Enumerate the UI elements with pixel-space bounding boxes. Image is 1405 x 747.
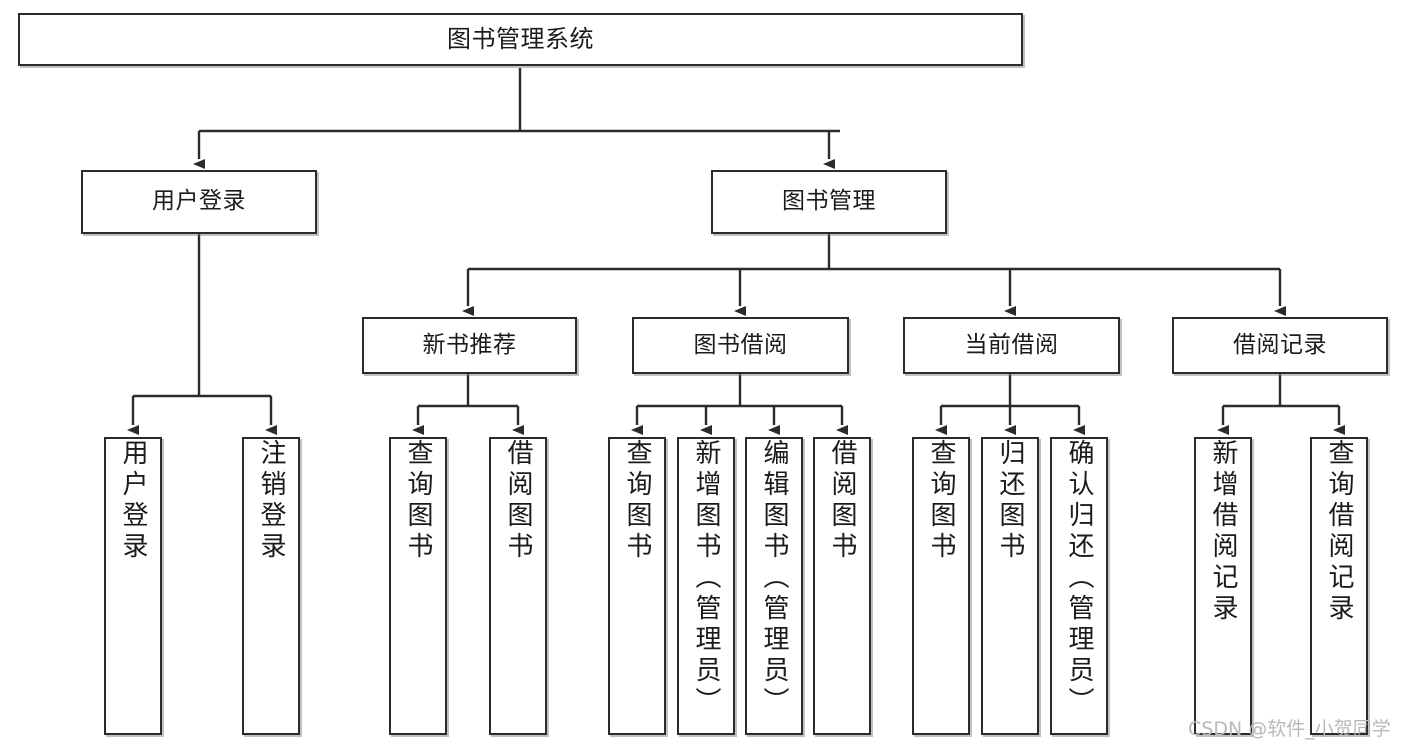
node-root-system[interactable]: 图书管理系统 <box>18 13 1023 66</box>
node-label: 新增借阅记录 <box>1208 439 1238 625</box>
node-borrow-records[interactable]: 借阅记录 <box>1172 317 1388 374</box>
leaf-records-query-record[interactable]: 查询借阅记录 <box>1310 437 1368 735</box>
leaf-new-books-borrow[interactable]: 借阅图书 <box>489 437 547 735</box>
node-book-management[interactable]: 图书管理 <box>711 170 947 234</box>
leaf-borrow-borrow-book[interactable]: 借阅图书 <box>813 437 871 735</box>
leaf-records-add-record[interactable]: 新增借阅记录 <box>1194 437 1252 735</box>
node-current-borrow[interactable]: 当前借阅 <box>903 317 1120 374</box>
node-label: 查询借阅记录 <box>1324 439 1354 625</box>
node-label: 借阅图书 <box>827 439 857 563</box>
node-label: 图书管理 <box>782 188 876 215</box>
leaf-user-login-signout[interactable]: 注销登录 <box>242 437 300 735</box>
leaf-borrow-query-book[interactable]: 查询图书 <box>608 437 666 735</box>
node-new-book-recommend[interactable]: 新书推荐 <box>362 317 577 374</box>
leaf-user-login-signin[interactable]: 用户登录 <box>104 437 162 735</box>
node-label: 图书管理系统 <box>447 25 594 54</box>
node-label: 确认归还（管理员） <box>1064 439 1094 718</box>
leaf-new-books-query[interactable]: 查询图书 <box>389 437 447 735</box>
leaf-borrow-edit-book[interactable]: 编辑图书（管理员） <box>745 437 803 735</box>
leaf-current-return-book[interactable]: 归还图书 <box>981 437 1039 735</box>
csdn-watermark: CSDN @软件_小贺同学 <box>1188 718 1391 740</box>
node-label: 编辑图书（管理员） <box>759 439 789 718</box>
node-label: 归还图书 <box>995 439 1025 563</box>
node-label: 借阅图书 <box>503 439 533 563</box>
node-book-borrow[interactable]: 图书借阅 <box>632 317 849 374</box>
node-label: 查询图书 <box>926 439 956 563</box>
node-label: 借阅记录 <box>1233 331 1327 358</box>
node-label: 用户登录 <box>152 188 246 215</box>
node-user-login[interactable]: 用户登录 <box>81 170 317 234</box>
leaf-current-confirm-return[interactable]: 确认归还（管理员） <box>1050 437 1108 735</box>
node-label: 图书借阅 <box>693 331 788 358</box>
node-label: 当前借阅 <box>964 331 1059 358</box>
leaf-borrow-add-book[interactable]: 新增图书（管理员） <box>677 437 735 735</box>
node-label: 查询图书 <box>622 439 652 563</box>
node-label: 查询图书 <box>403 439 433 563</box>
node-label: 注销登录 <box>256 439 286 563</box>
node-label: 用户登录 <box>118 439 148 563</box>
leaf-current-query-book[interactable]: 查询图书 <box>912 437 970 735</box>
node-label: 新书推荐 <box>422 331 517 358</box>
node-label: 新增图书（管理员） <box>691 439 721 718</box>
